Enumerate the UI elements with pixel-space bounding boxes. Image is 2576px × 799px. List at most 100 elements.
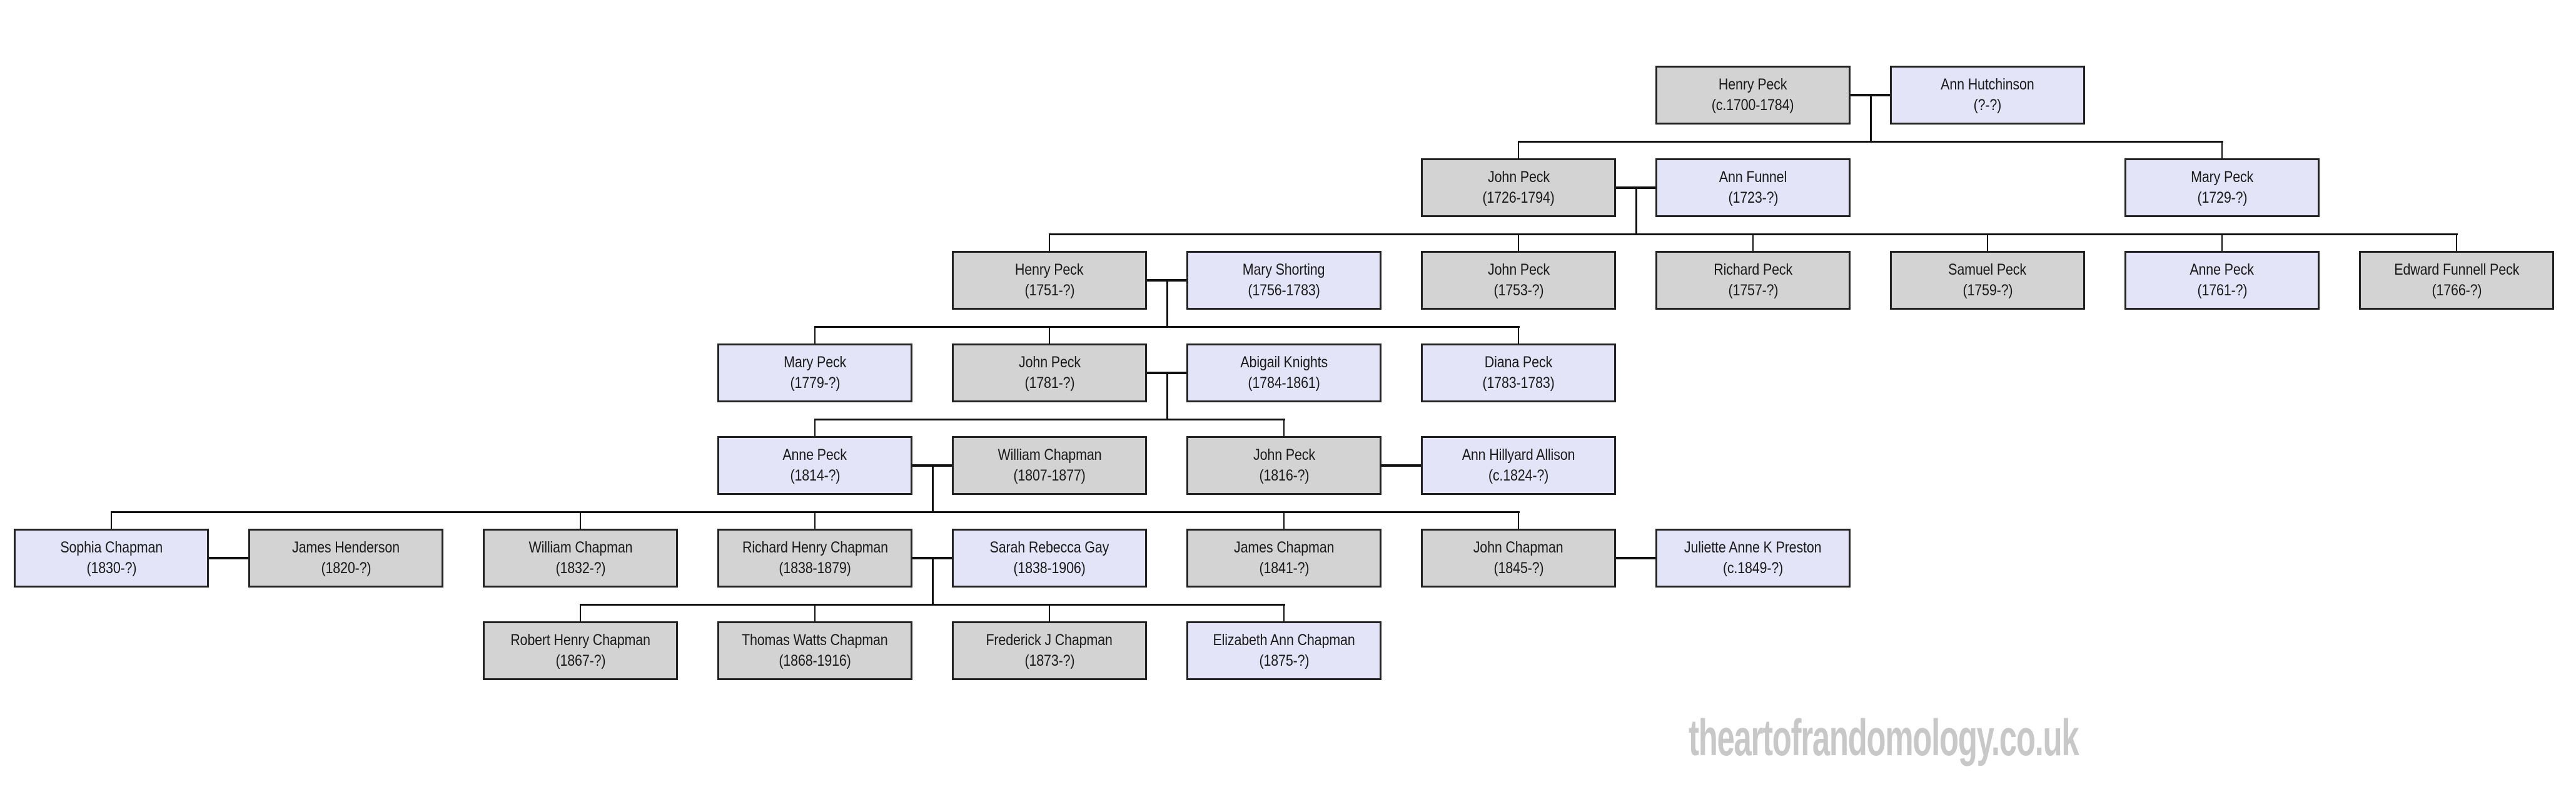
person-name: Ann Hillyard Allison xyxy=(1462,446,1575,464)
person-dates: (1838-1906) xyxy=(1013,559,1086,577)
person-box[interactable]: Richard Peck(1757-?) xyxy=(1655,251,1851,310)
sibling-bar xyxy=(814,419,1285,420)
person-box[interactable]: Henry Peck(c.1700-1784) xyxy=(1655,66,1851,125)
person-name: Samuel Peck xyxy=(1948,261,2027,278)
sibling-bar xyxy=(814,326,1520,328)
person-name: Abigail Knights xyxy=(1240,354,1328,371)
person-dates: (1868-1916) xyxy=(779,652,851,669)
person-name: Anne Peck xyxy=(782,446,847,464)
person-box[interactable]: Juliette Anne K Preston(c.1849-?) xyxy=(1655,529,1851,588)
person-dates: (1726-1794) xyxy=(1482,189,1555,206)
person-dates: (1751-?) xyxy=(1024,282,1074,299)
person-name: Sarah Rebecca Gay xyxy=(989,539,1109,556)
child-connector xyxy=(2221,141,2223,158)
child-connector xyxy=(1283,512,1285,529)
person-dates: (1766-?) xyxy=(2432,282,2482,299)
child-connector xyxy=(111,512,112,529)
child-connector xyxy=(580,512,581,529)
person-name: Anne Peck xyxy=(2190,261,2255,278)
person-box[interactable]: Mary Peck (1779-?) xyxy=(717,344,912,402)
person-box[interactable]: John Chapman(1845-?) xyxy=(1421,529,1616,588)
descent-line xyxy=(1870,95,1872,141)
person-box[interactable]: John Peck(1816-?) xyxy=(1186,436,1381,495)
person-box[interactable]: Sarah Rebecca Gay (1838-1906) xyxy=(952,529,1147,588)
child-connector xyxy=(1283,604,1285,621)
person-name: Henry Peck xyxy=(1015,261,1084,278)
child-connector xyxy=(580,604,581,621)
person-name: Henry Peck xyxy=(1719,76,1787,93)
person-dates: (1820-?) xyxy=(321,559,371,577)
person-name: Mary Peck xyxy=(783,354,847,371)
person-name: John Chapman xyxy=(1473,539,1563,556)
person-box[interactable]: Ann Hillyard Allison (c.1824-?) xyxy=(1421,436,1616,495)
child-connector xyxy=(814,327,816,344)
child-connector xyxy=(1049,327,1050,344)
person-box[interactable]: Thomas Watts Chapman (1868-1916) xyxy=(717,621,912,680)
person-name: Mary Peck xyxy=(2190,168,2254,186)
person-box[interactable]: James Henderson(1820-?) xyxy=(248,529,443,588)
person-box[interactable]: Ann Hutchinson(?-?) xyxy=(1890,66,2085,125)
child-connector xyxy=(814,419,816,436)
person-dates: (1723-?) xyxy=(1728,189,1778,206)
person-box[interactable]: William Chapman (1807-1877) xyxy=(952,436,1147,495)
child-connector xyxy=(814,604,816,621)
child-connector xyxy=(1283,419,1285,436)
person-box[interactable]: John Peck (1753-?) xyxy=(1421,251,1616,310)
person-box[interactable]: William Chapman(1832-?) xyxy=(483,529,678,588)
person-name: Diana Peck xyxy=(1484,354,1553,371)
person-name: John Peck xyxy=(1487,168,1550,186)
child-connector xyxy=(1518,234,1519,251)
person-dates: (1779-?) xyxy=(790,374,840,392)
person-name: William Chapman xyxy=(528,539,632,556)
person-box[interactable]: Richard Henry Chapman(1838-1879) xyxy=(717,529,912,588)
child-connector xyxy=(1049,234,1050,251)
descent-line xyxy=(1635,188,1637,234)
person-dates: (c.1824-?) xyxy=(1488,467,1549,484)
person-box[interactable]: James Chapman (1841-?) xyxy=(1186,529,1381,588)
person-box[interactable]: Anne Peck(1814-?) xyxy=(717,436,912,495)
person-dates: (1753-?) xyxy=(1493,282,1543,299)
person-name: John Peck xyxy=(1487,261,1550,278)
person-name: John Peck xyxy=(1253,446,1315,464)
person-box[interactable]: Henry Peck (1751-?) xyxy=(952,251,1147,310)
person-name: James Chapman xyxy=(1233,539,1335,556)
person-box[interactable]: John Peck (1726-1794) xyxy=(1421,158,1616,217)
person-box[interactable]: Edward Funnell Peck(1766-?) xyxy=(2359,251,2554,310)
person-name: Elizabeth Ann Chapman xyxy=(1213,631,1355,649)
person-dates: (1757-?) xyxy=(1728,282,1778,299)
person-name: Sophia Chapman xyxy=(60,539,163,556)
child-connector xyxy=(2221,234,2223,251)
descent-line xyxy=(932,558,934,604)
marriage-line xyxy=(1381,464,1421,467)
child-connector xyxy=(1518,141,1519,158)
child-connector xyxy=(814,512,816,529)
person-dates: (?-?) xyxy=(1973,96,2002,114)
sibling-bar xyxy=(1518,141,2223,143)
person-box[interactable]: Robert Henry Chapman(1867-?) xyxy=(483,621,678,680)
person-box[interactable]: Samuel Peck(1759-?) xyxy=(1890,251,2085,310)
person-name: John Peck xyxy=(1018,354,1081,371)
person-dates: (1841-?) xyxy=(1259,559,1309,577)
person-name: Frederick J Chapman xyxy=(986,631,1113,649)
person-box[interactable]: Diana Peck(1783-1783) xyxy=(1421,344,1616,402)
person-dates: (1867-?) xyxy=(555,652,605,669)
person-dates: (1784-1861) xyxy=(1248,374,1320,392)
person-box[interactable]: Elizabeth Ann Chapman(1875-?) xyxy=(1186,621,1381,680)
person-box[interactable]: Abigail Knights (1784-1861) xyxy=(1186,344,1381,402)
person-box[interactable]: Mary Shorting(1756-1783) xyxy=(1186,251,1381,310)
descent-line xyxy=(1166,373,1168,419)
person-box[interactable]: Ann Funnel(1723-?) xyxy=(1655,158,1851,217)
person-dates: (1873-?) xyxy=(1024,652,1074,669)
person-box[interactable]: Frederick J Chapman (1873-?) xyxy=(952,621,1147,680)
person-box[interactable]: Sophia Chapman(1830-?) xyxy=(14,529,209,588)
person-name: William Chapman xyxy=(998,446,1101,464)
person-box[interactable]: John Peck(1781-?) xyxy=(952,344,1147,402)
person-box[interactable]: Mary Peck(1729-?) xyxy=(2124,158,2320,217)
person-name: Thomas Watts Chapman xyxy=(742,631,888,649)
person-dates: (1807-1877) xyxy=(1013,467,1086,484)
person-box[interactable]: Anne Peck(1761-?) xyxy=(2124,251,2320,310)
person-dates: (1756-1783) xyxy=(1248,282,1320,299)
marriage-line xyxy=(1616,557,1655,559)
child-connector xyxy=(1049,604,1050,621)
